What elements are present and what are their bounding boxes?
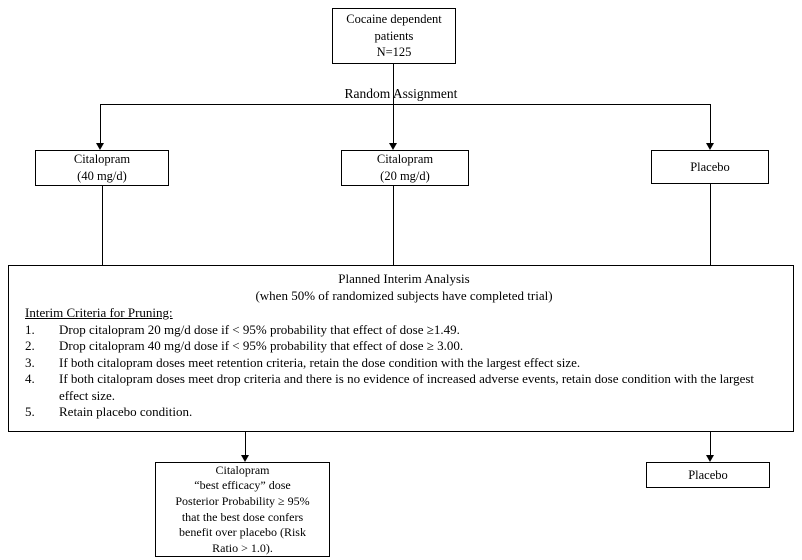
outcome-left-line-6: Ratio > 1.0). (212, 540, 273, 555)
outcome-left-line-5: benefit over placebo (Risk (179, 525, 306, 540)
outcome-left-line-2: “best efficacy” dose (194, 478, 291, 493)
arm-mid-line-1: Citalopram (376, 152, 434, 167)
arm-mid-line-2: (20 mg/d) (380, 169, 430, 183)
arm-left-line-2: (40 mg/d) (77, 169, 127, 183)
arrow-down-icon (706, 455, 714, 462)
arm-right-label: Placebo (690, 159, 730, 174)
criteria-item-number: 1. (25, 321, 35, 337)
outcome-left-line-3: Posterior Probability ≥ 95% (175, 493, 310, 508)
outcome-box-best-dose: Citalopram “best efficacy” dose Posterio… (155, 462, 330, 557)
criteria-item-number: 4. (25, 371, 35, 386)
connector-arm-mid-to-interim (393, 186, 394, 265)
criteria-item: 3. If both citalopram doses meet retenti… (25, 355, 783, 372)
arm-box-placebo: Placebo (651, 150, 769, 184)
interim-analysis-box: Planned Interim Analysis (when 50% of ra… (8, 265, 794, 432)
criteria-item-number: 2. (25, 338, 35, 353)
criteria-item: 5. Retain placebo condition. (25, 404, 783, 421)
interim-subtitle: (when 50% of randomized subjects have co… (255, 287, 553, 303)
arm-left-line-1: Citalopram (73, 152, 131, 167)
criteria-item: 1. Drop citalopram 20 mg/d dose if < 95%… (25, 322, 783, 339)
arm-box-citalopram-40: Citalopram (40 mg/d) (35, 150, 169, 186)
connector-random-to-arm-left (100, 104, 101, 143)
criteria-item-text: Drop citalopram 40 mg/d dose if < 95% pr… (59, 338, 464, 353)
arrow-down-icon (389, 143, 397, 150)
enrollment-line-1: Cocaine dependent (346, 11, 442, 26)
criteria-item-text: Retain placebo condition. (59, 404, 193, 419)
connector-interim-to-outcome-right (710, 432, 711, 455)
criteria-item: 2. Drop citalopram 40 mg/d dose if < 95%… (25, 338, 783, 355)
outcome-right-label: Placebo (688, 467, 728, 482)
connector-random-to-arm-right (710, 104, 711, 143)
connector-arm-right-to-interim (710, 184, 711, 265)
criteria-item: 4. If both citalopram doses meet drop cr… (25, 371, 783, 404)
enrollment-box: Cocaine dependent patients N=125 (332, 8, 456, 64)
connector-interim-to-outcome-left (245, 432, 246, 455)
random-assignment-label: Random Assignment (344, 86, 458, 101)
arrow-down-icon (241, 455, 249, 462)
randomization-branch-line (100, 104, 711, 105)
outcome-left-line-1: Citalopram (215, 462, 270, 477)
connector-top-to-randomization (393, 63, 394, 104)
criteria-heading: Interim Criteria for Pruning: (25, 305, 173, 320)
interim-title: Planned Interim Analysis (338, 271, 470, 286)
arrow-down-icon (706, 143, 714, 150)
criteria-item-text: Drop citalopram 20 mg/d dose if < 95% pr… (59, 321, 460, 337)
criteria-item-number: 5. (25, 404, 35, 419)
enrollment-line-3: N=125 (376, 45, 412, 60)
connector-random-to-arm-mid (393, 104, 394, 143)
outcome-box-placebo: Placebo (646, 462, 770, 488)
arrow-down-icon (96, 143, 104, 150)
criteria-item-text: If both citalopram doses meet drop crite… (59, 371, 755, 403)
connector-arm-left-to-interim (102, 186, 103, 265)
criteria-item-text: If both citalopram doses meet retention … (59, 354, 581, 370)
outcome-left-line-4: that the best dose confers (181, 509, 304, 524)
arm-box-citalopram-20: Citalopram (20 mg/d) (341, 150, 469, 186)
criteria-item-number: 3. (25, 354, 35, 370)
enrollment-line-2: patients (374, 28, 414, 43)
